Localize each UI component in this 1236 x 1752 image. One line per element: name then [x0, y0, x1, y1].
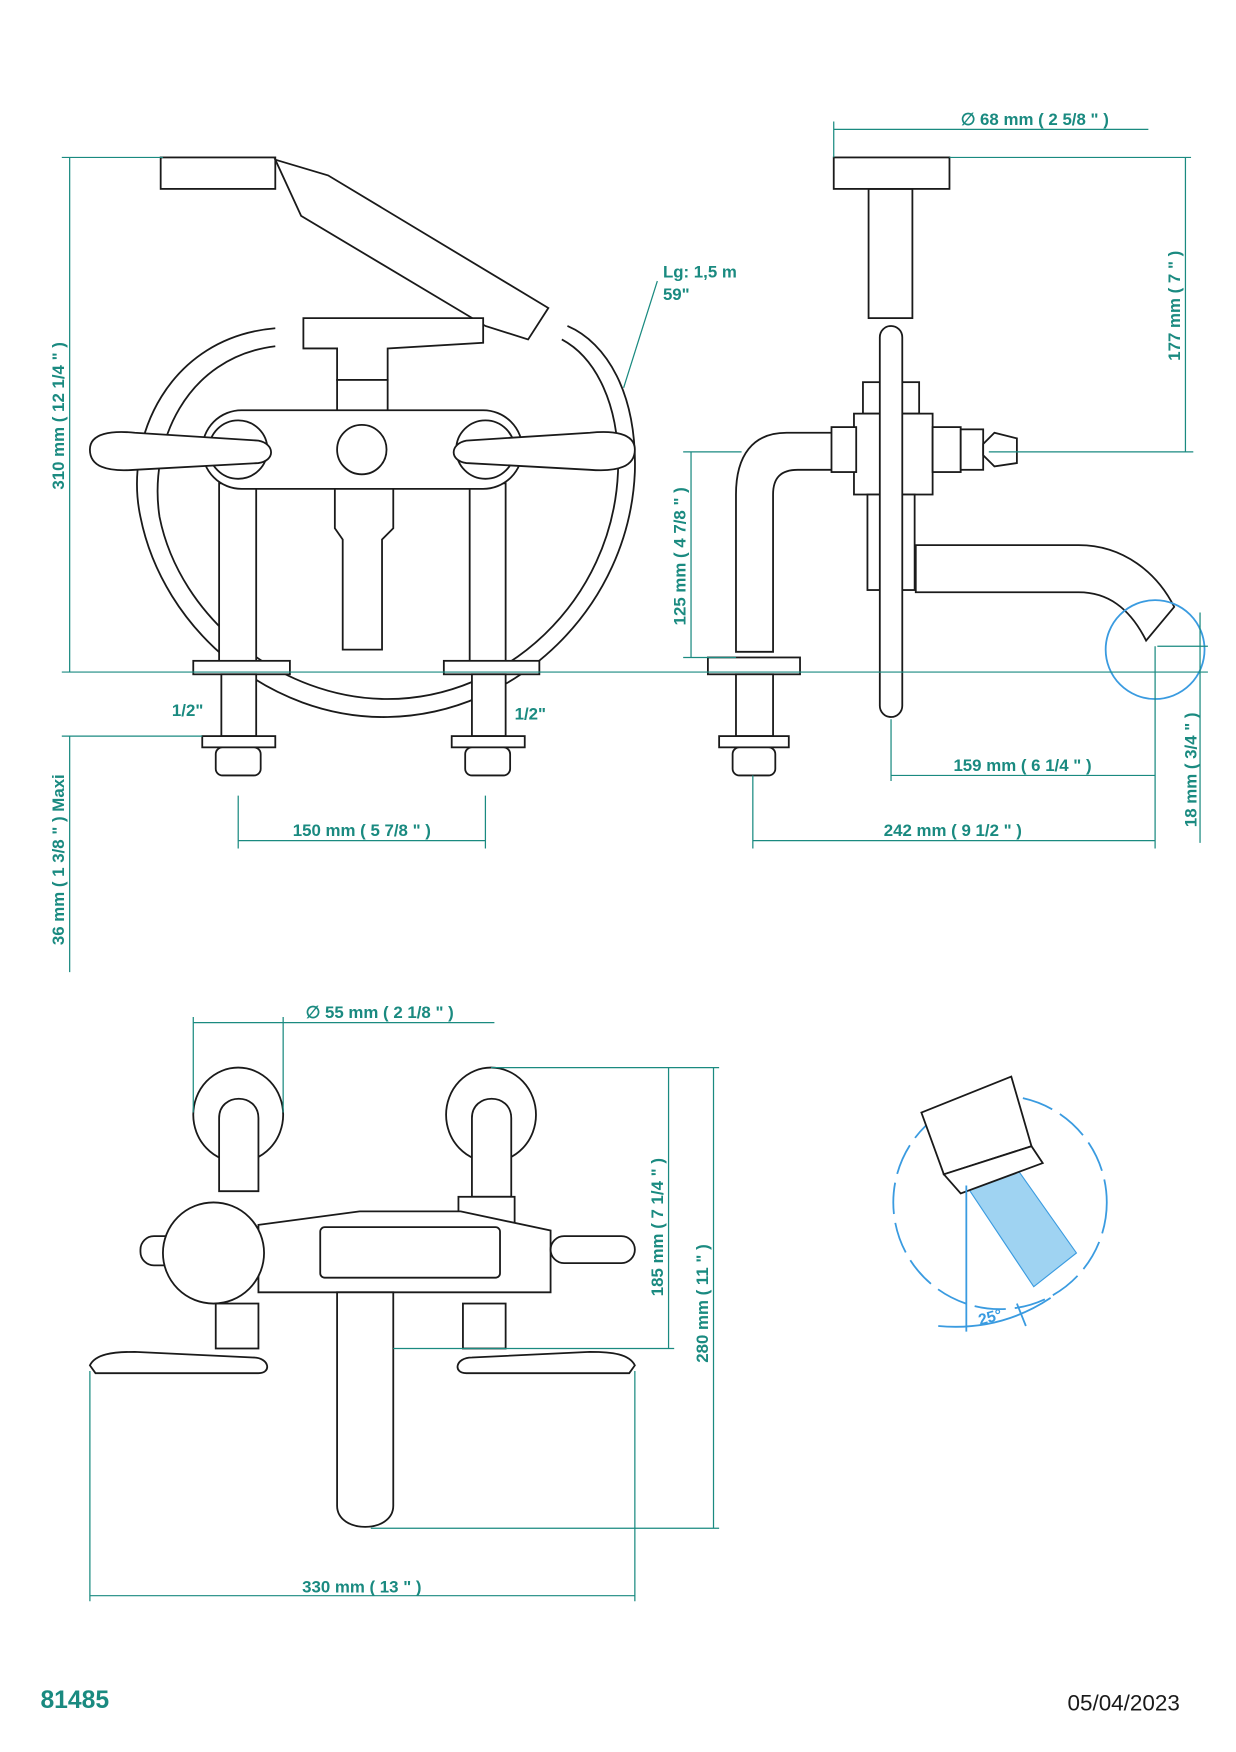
thread-side: [959, 428, 985, 471]
lever-right-plan: [456, 1350, 636, 1375]
cartridge-side: [931, 426, 962, 473]
side-view: [706, 156, 1206, 777]
dim-centers: 150 mm ( 5 7/8 " ): [293, 821, 431, 840]
pipe-left: [218, 1097, 260, 1193]
nut-left: [214, 746, 262, 777]
diverter: [302, 317, 485, 381]
nut-side-bottom: [731, 746, 777, 777]
spout-side: [914, 544, 1176, 643]
angle-arc: [938, 1297, 1052, 1328]
spray-stream: [967, 1168, 1078, 1288]
dimension-lines: 310 mm ( 12 1/4 " ) 36 mm ( 1 3/8 " ) Ma…: [49, 110, 1208, 1602]
washer-left: [201, 735, 277, 749]
dim-hose-length: Lg: 1,5 m: [663, 263, 737, 282]
dim-hose-length-imperial: 59": [663, 285, 690, 304]
front-view: [88, 156, 636, 777]
dim-deck-center: 125 mm ( 4 7/8 " ): [670, 487, 689, 625]
lever-right: [452, 431, 636, 472]
pipe-right: [471, 1097, 513, 1198]
dim-shower-height: 177 mm ( 7 " ): [1165, 251, 1184, 361]
dim-depth-total: 280 mm ( 11 " ): [693, 1244, 712, 1362]
shank-left: [220, 673, 258, 738]
dim-thread-right: 1/2": [515, 704, 546, 723]
leg-right: [468, 482, 507, 664]
drawing-date: 05/04/2023: [1067, 1690, 1179, 1715]
stub-right: [549, 1235, 636, 1264]
dim-thread-left: 1/2": [172, 701, 203, 720]
product-code: 81485: [40, 1687, 109, 1714]
shank-side: [735, 673, 774, 738]
dim-spout-height: 18 mm ( 3/4 " ): [1182, 712, 1201, 827]
spout-plan: [336, 1291, 395, 1528]
stem-right: [462, 1302, 507, 1350]
connector-side: [830, 426, 858, 473]
nozzle-tip: [942, 1145, 1045, 1195]
angle-lines: [965, 1185, 1027, 1332]
shank-right: [471, 673, 507, 738]
shower-head-side: [832, 156, 951, 190]
hose-side: [878, 325, 904, 718]
spray-detail: 25°: [892, 1075, 1108, 1332]
shower-head: [159, 156, 277, 190]
plan-view: [88, 1066, 636, 1528]
spray-angle-label: 25°: [977, 1307, 1004, 1330]
spout: [333, 488, 395, 651]
knob-plan: [162, 1201, 265, 1305]
inlet-pipe: [735, 431, 839, 653]
dim-shower-diameter: ∅ 68 mm ( 2 5/8 " ): [961, 110, 1109, 129]
dim-total-depth: 242 mm ( 9 1/2 " ): [884, 821, 1022, 840]
leg-left: [218, 482, 258, 664]
cylinder-plan: [319, 1226, 501, 1279]
lever-left-plan: [88, 1350, 268, 1375]
center-knob: [336, 423, 388, 476]
dim-overall-height: 310 mm ( 12 1/4 " ): [49, 342, 68, 490]
dim-lines: [61, 121, 1208, 1602]
dim-rosette-diameter: ∅ 55 mm ( 2 1/8 " ): [306, 1003, 454, 1022]
shower-handle-side: [867, 187, 914, 320]
washer-side: [718, 735, 790, 749]
dim-spout-reach: 159 mm ( 6 1/4 " ): [953, 756, 1091, 775]
dim-total-width: 330 mm ( 13 " ): [302, 1577, 421, 1596]
lever-left: [88, 431, 272, 472]
connector-nut: [336, 379, 389, 413]
stem-left: [214, 1302, 260, 1350]
shower-handle: [273, 158, 550, 341]
knob-side: [982, 431, 1018, 468]
dim-depth-body: 185 mm ( 7 1/4 " ): [648, 1158, 667, 1296]
nut-right: [464, 746, 512, 777]
washer-right: [450, 735, 526, 749]
dim-under-deck: 36 mm ( 1 3/8 " ) Maxi: [49, 774, 68, 945]
